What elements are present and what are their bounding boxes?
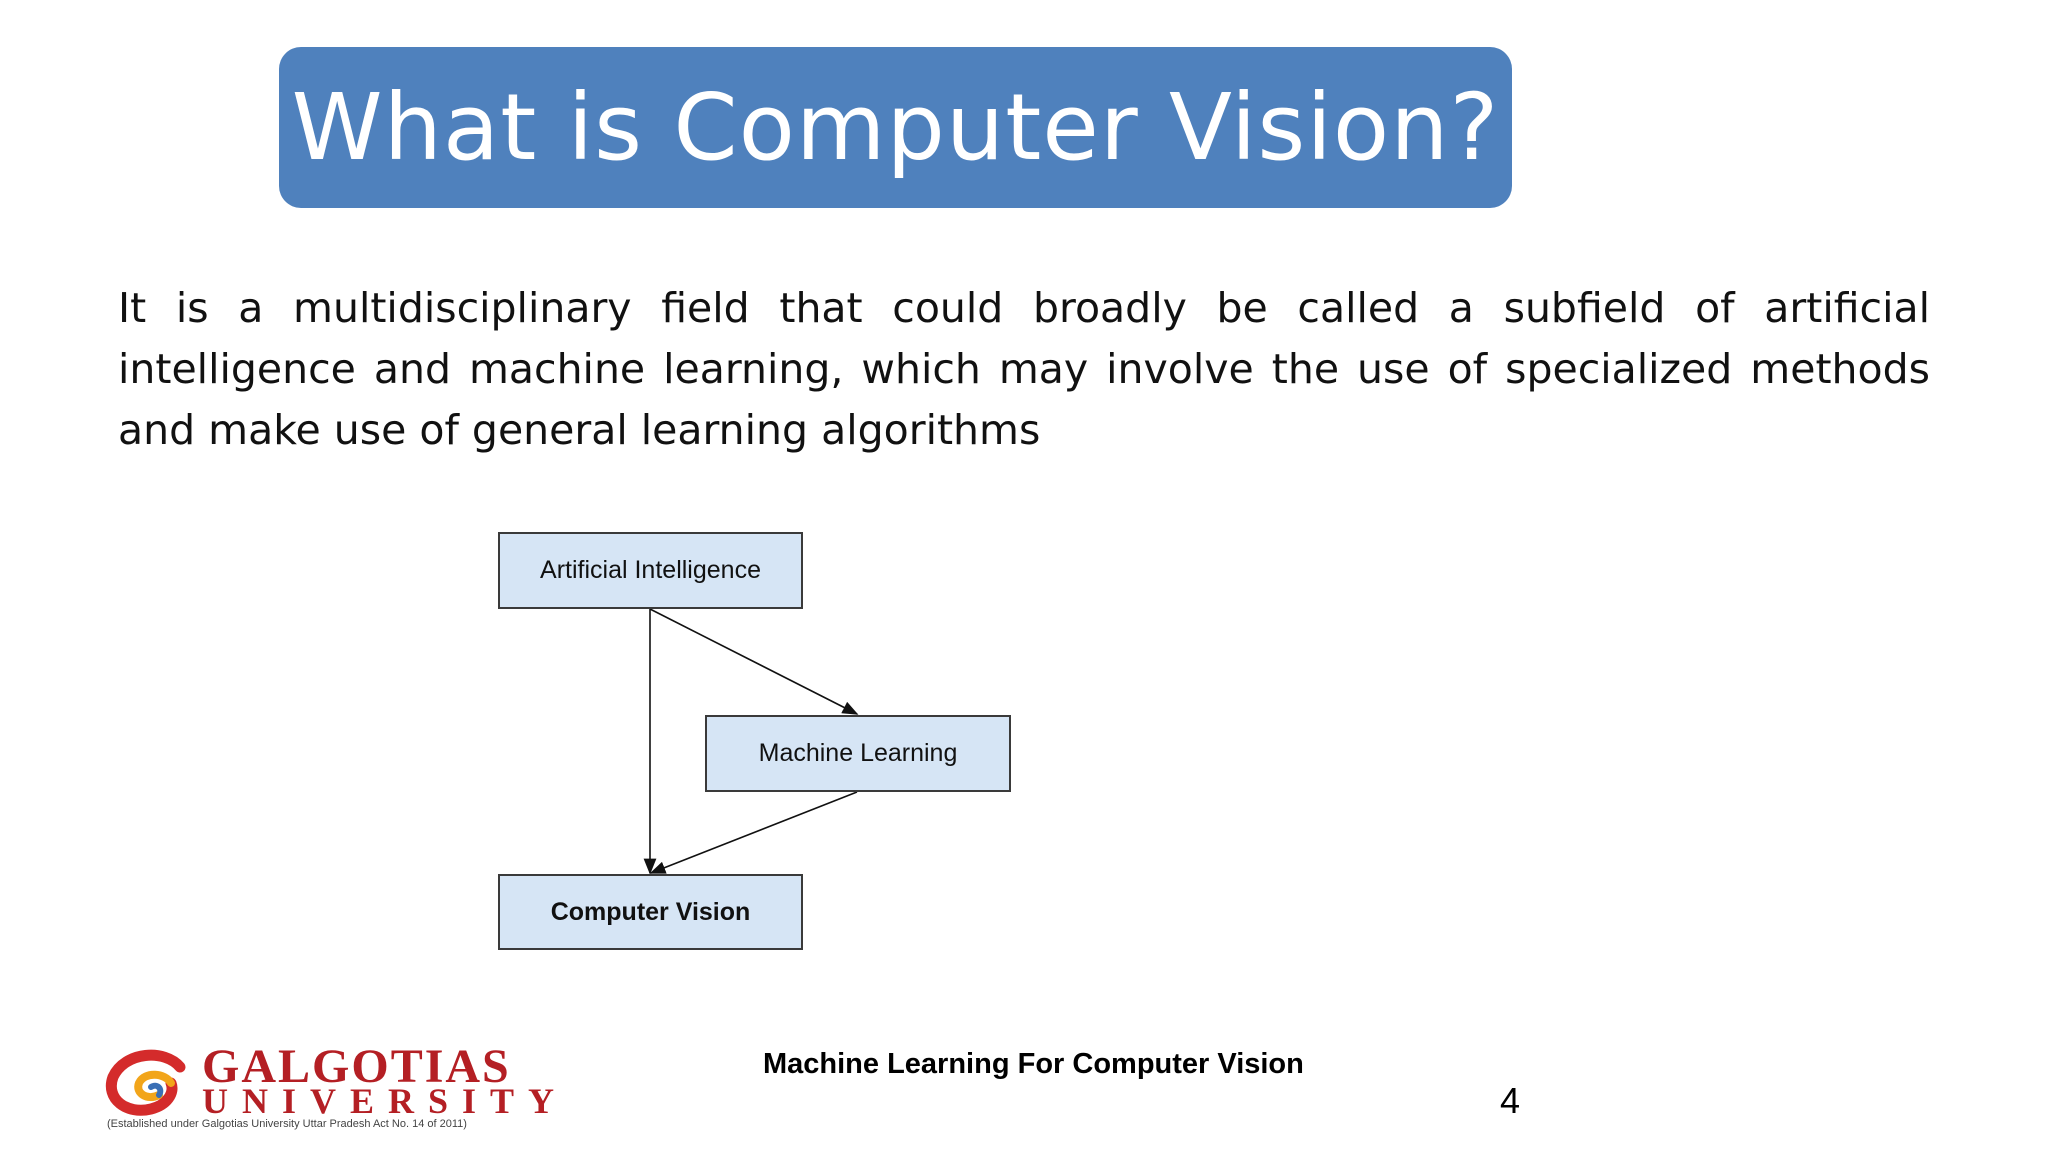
logo-name: GALGOTIAS xyxy=(202,1040,511,1093)
slide-body-text: It is a multidisciplinary field that cou… xyxy=(118,284,1930,454)
logo-tagline: (Established under Galgotias University … xyxy=(107,1118,467,1130)
page-number: 4 xyxy=(1500,1080,1521,1121)
footer-course-title: Machine Learning For Computer Vision xyxy=(763,1048,1304,1080)
arrow-ml-to-cv xyxy=(649,791,858,874)
slide-title: What is Computer Vision? xyxy=(291,74,1500,181)
node-artificial-intelligence: Artificial Intelligence xyxy=(498,532,803,609)
title-banner: What is Computer Vision? xyxy=(279,47,1512,208)
swirl-logo-icon xyxy=(105,1049,186,1116)
arrow-ai-to-ml xyxy=(649,608,859,715)
node-computer-vision: Computer Vision xyxy=(498,874,803,950)
university-logo: GALGOTIAS UNIVERSITY (Established under … xyxy=(105,1043,555,1131)
node-machine-learning: Machine Learning xyxy=(705,715,1011,792)
logo-subtitle: UNIVERSITY xyxy=(202,1081,569,1121)
